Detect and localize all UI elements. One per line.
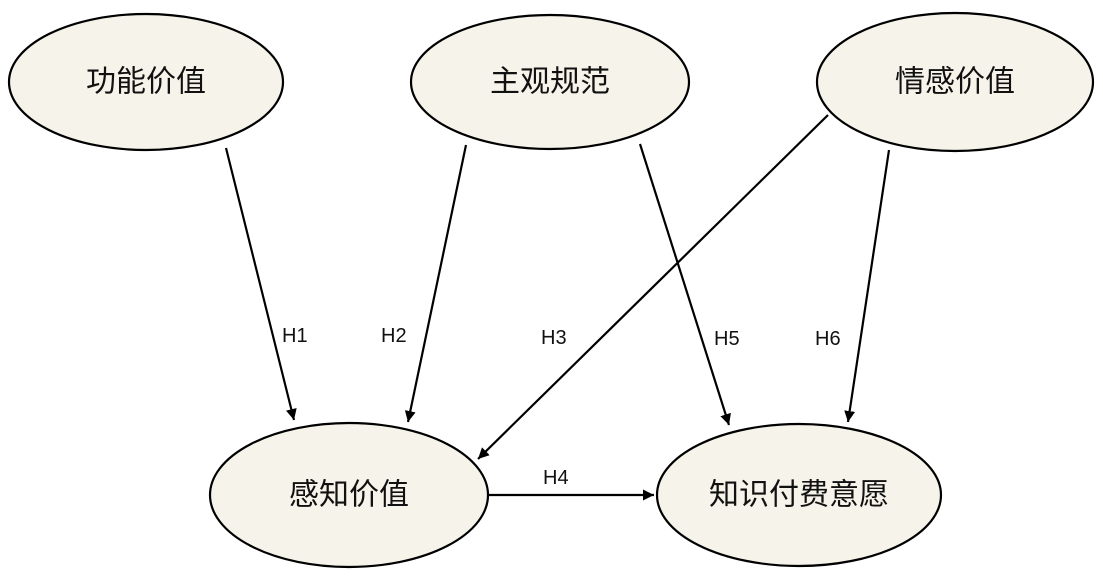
node-functional-value: 功能价值	[7, 12, 285, 152]
node-payment-intention-label: 知识付费意愿	[709, 478, 889, 513]
node-emotional-value-shape	[815, 11, 1095, 153]
node-perceived-value: 感知价值	[208, 421, 490, 569]
node-perceived-value-label: 感知价值	[289, 478, 409, 513]
edge-h2	[404, 144, 468, 423]
node-payment-intention-shape	[655, 422, 943, 568]
node-subjective-norm: 主观规范	[409, 13, 691, 151]
edge-label-h2: H2	[381, 325, 407, 347]
node-functional-value-shape	[7, 12, 285, 152]
edges	[224, 114, 891, 501]
node-functional-value-label: 功能价值	[86, 65, 206, 100]
edge-label-h5: H5	[714, 328, 740, 350]
node-perceived-value-shape	[208, 421, 490, 569]
node-subjective-norm-label: 主观规范	[490, 65, 610, 100]
edge-h6	[844, 149, 891, 423]
node-subjective-norm-shape	[409, 13, 691, 151]
node-emotional-value: 情感价值	[815, 11, 1095, 153]
edge-h3	[477, 114, 829, 460]
edge-label-h3: H3	[541, 327, 567, 349]
edge-label-h1: H1	[282, 325, 308, 347]
node-emotional-value-label: 情感价值	[895, 65, 1015, 100]
node-payment-intention: 知识付费意愿	[655, 422, 943, 568]
edge-h1	[224, 147, 297, 421]
edge-h5	[638, 143, 731, 426]
edge-label-h4: H4	[543, 467, 569, 489]
edge-labels: H1 H2 H3 H4 H5 H6	[282, 325, 841, 489]
edge-label-h6: H6	[815, 328, 841, 350]
